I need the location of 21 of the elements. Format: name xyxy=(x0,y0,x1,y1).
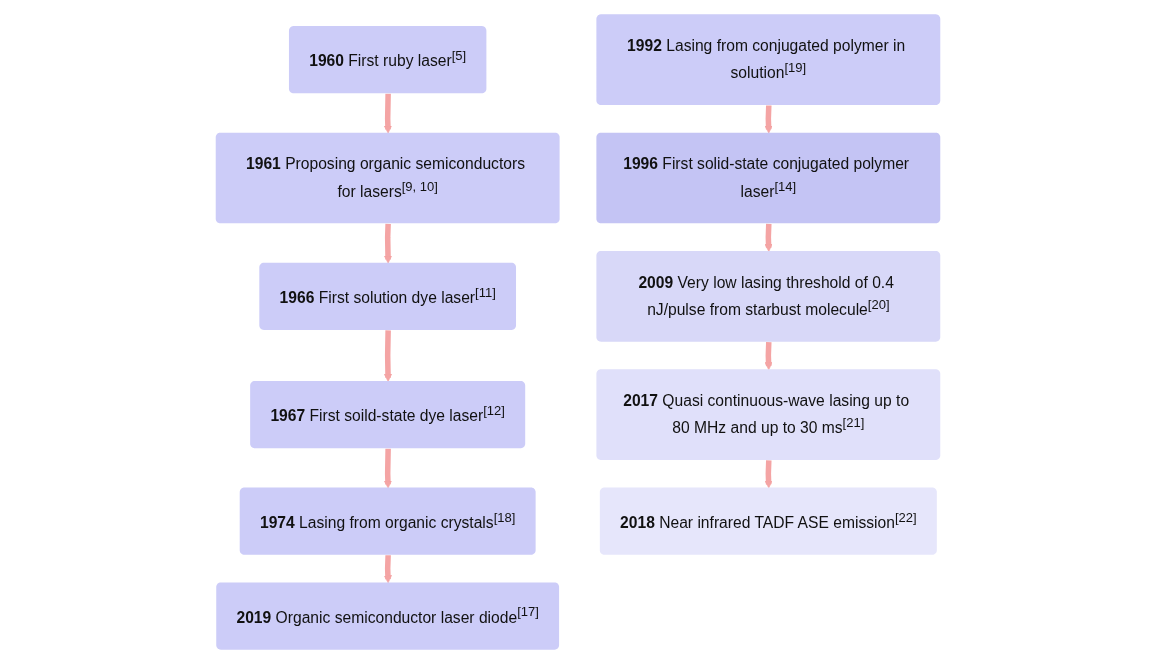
arrow xyxy=(383,555,392,584)
arrow xyxy=(383,223,393,264)
arrow xyxy=(764,460,773,489)
node-box xyxy=(596,369,941,460)
node-box xyxy=(259,262,516,330)
node-box xyxy=(239,487,536,555)
node-box xyxy=(596,250,941,342)
arrow xyxy=(383,448,392,489)
arrow xyxy=(764,105,773,134)
arrow xyxy=(383,93,392,134)
arrow xyxy=(764,223,773,252)
node-box xyxy=(596,132,941,224)
node-box xyxy=(250,380,526,449)
node-box xyxy=(216,582,560,650)
arrow xyxy=(764,342,773,371)
node-box xyxy=(288,26,487,94)
node-box xyxy=(596,14,941,106)
timeline-diagram: 1960 First ruby laser$^{[5]}$ 1961 Proposing organic semiconductors for lasers$^{[9, 10]}$ 1966 First solution dye laser$^{[11]}$ 1967 First soild-state dye laser$^{[12]}$ 1974 Lasing from organic crystals$^{[18]}$ 1992 Lasing from conjugated polymer in solution$^{[19]}$ 1996 First solid-state conjugated polymer laser$^{[14]}$ 2009 Very low lasing threshold of 0.4 nJ/pulse from starbust molecule$^{[20]}$ 2017 Quasi continuous-wave lasing up to 80 MHz and up to 30 ms$^{[21]}$ 2018 Near infrared TADF ASE emission$^{[22]}$ 2019 Organic semiconductor laser diode$^{[17]}$ xyxy=(8,7,1148,657)
node-box xyxy=(215,132,560,224)
arrow xyxy=(383,330,393,382)
node-box xyxy=(599,487,937,555)
